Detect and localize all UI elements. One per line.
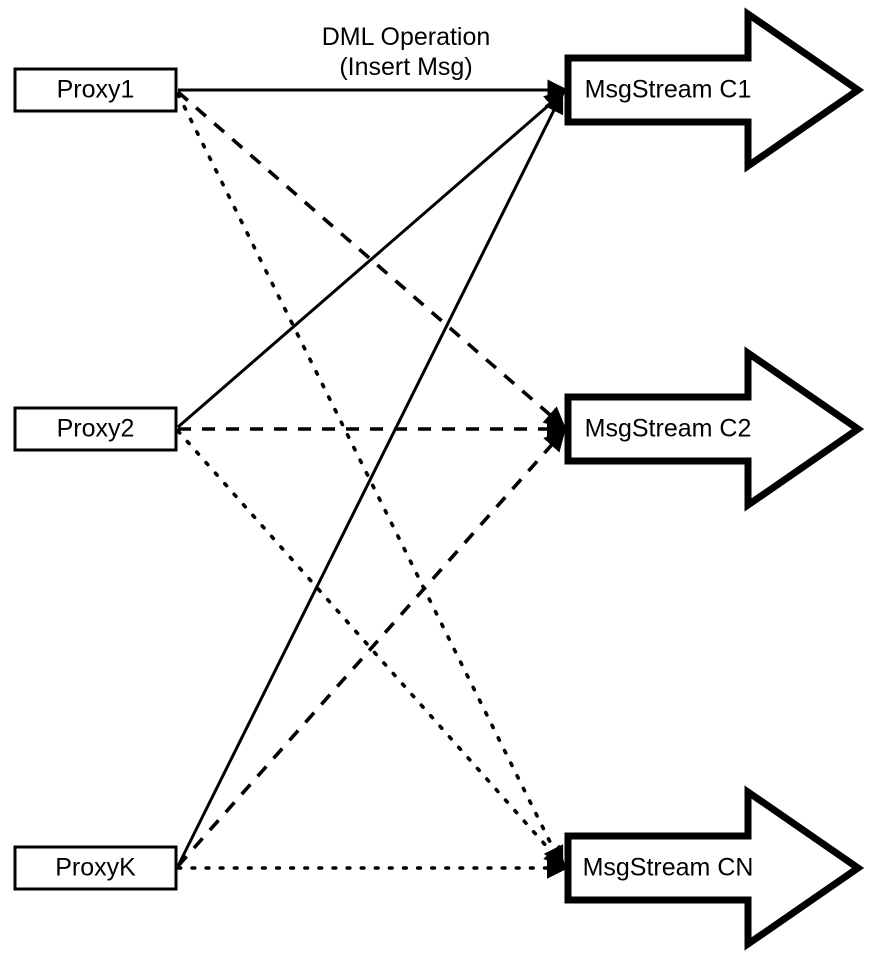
proxy2-label: Proxy2: [57, 415, 135, 443]
annotation-line-1: DML Operation: [322, 23, 491, 51]
proxy1-box[interactable]: [13, 67, 178, 113]
edge-proxyk-to-stream-c2[interactable]: [176, 429, 566, 868]
node-msgstream-c2[interactable]: MsgStream C2: [564, 346, 865, 512]
proxyk-box[interactable]: [13, 845, 178, 891]
msgstream-cn-arrow-shape[interactable]: [564, 785, 865, 951]
node-proxy1[interactable]: Proxy1: [13, 67, 178, 113]
proxy2-box[interactable]: [13, 406, 178, 452]
proxy-layer: Proxy1 Proxy2 ProxyK: [13, 67, 178, 891]
edge-proxy1-to-stream-cn[interactable]: [176, 92, 564, 869]
node-proxy2[interactable]: Proxy2: [13, 406, 178, 452]
msgstream-layer: MsgStream C1 MsgStream C2 MsgStream CN: [564, 7, 865, 951]
node-msgstream-cn[interactable]: MsgStream CN: [564, 785, 865, 951]
dml-operation-annotation: DML Operation (Insert Msg): [322, 23, 491, 81]
msgstream-cn-label: MsgStream CN: [583, 854, 754, 882]
edge-proxy2-to-stream-cn[interactable]: [176, 429, 566, 868]
proxy1-label: Proxy1: [57, 76, 135, 104]
node-proxyk[interactable]: ProxyK: [13, 845, 178, 891]
msgstream-c1-label: MsgStream C1: [585, 76, 752, 104]
edge-proxyk-to-stream-c1[interactable]: [176, 91, 564, 867]
msgstream-c2-label: MsgStream C2: [585, 415, 752, 443]
msgstream-c2-arrow-shape[interactable]: [564, 346, 865, 512]
node-msgstream-c1[interactable]: MsgStream C1: [564, 7, 865, 173]
edge-proxy2-to-stream-c1[interactable]: [177, 90, 566, 429]
proxyk-label: ProxyK: [55, 854, 136, 882]
msgstream-c1-arrow-shape[interactable]: [564, 7, 865, 173]
edge-layer: [176, 79, 569, 879]
annotation-line-2: (Insert Msg): [339, 53, 472, 81]
